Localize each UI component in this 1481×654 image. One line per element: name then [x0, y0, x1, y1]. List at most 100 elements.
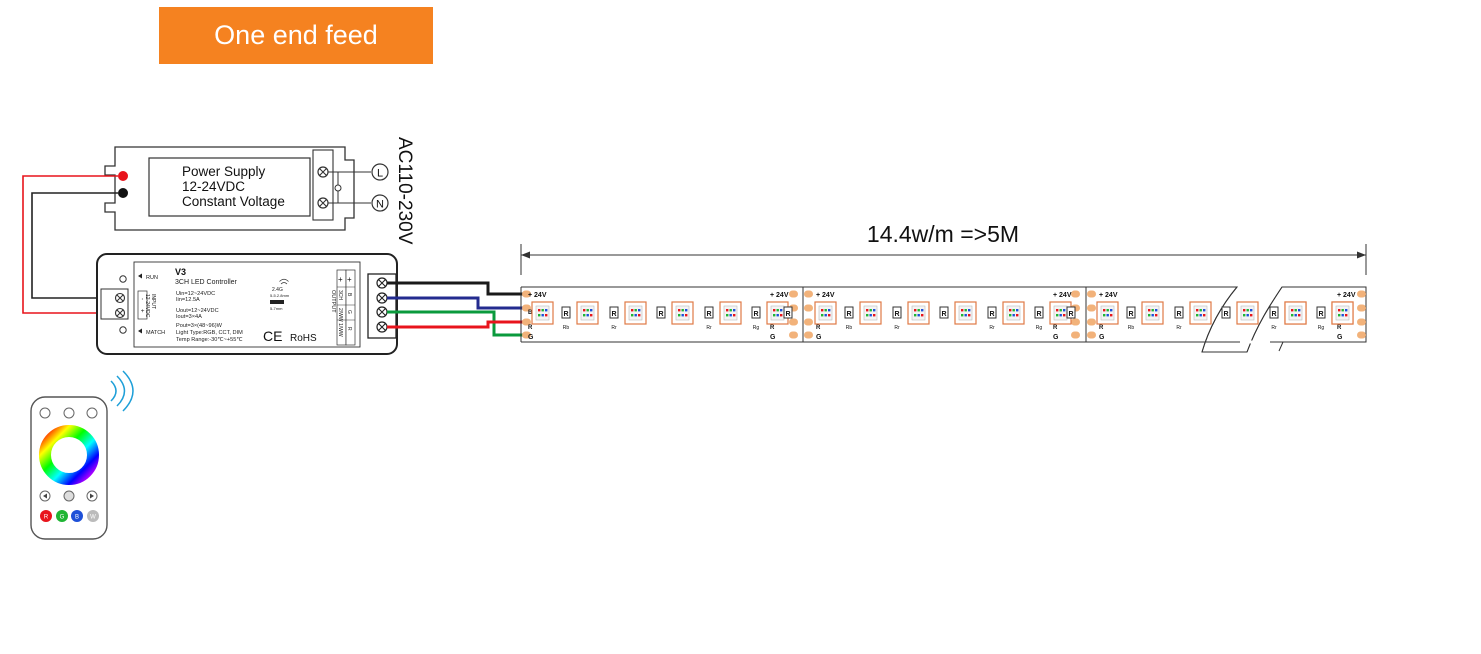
resistor — [1066, 306, 1076, 319]
resistor-mark: R — [846, 311, 851, 318]
wireless-signal-icon — [110, 370, 134, 412]
pad-label-24v: + 24V — [1337, 292, 1356, 299]
wire-output-blue — [387, 296, 528, 310]
remote-control: R G B W — [30, 370, 134, 540]
output-plus-a: + — [338, 275, 343, 284]
center-button-icon — [63, 490, 75, 502]
frequency-label: 2.4G — [272, 287, 283, 293]
output-pin-table: + + 3CH 2/WW 1/WW B G R — [336, 269, 356, 346]
pad-label-g: G — [1099, 334, 1105, 341]
resistor-label: Rr — [1271, 325, 1277, 331]
resistor — [1269, 306, 1279, 319]
dc-output-positive — [118, 171, 128, 181]
remote-button-g-label: G — [60, 515, 65, 521]
remote-button-w-label: W — [90, 515, 96, 521]
pad-label-g: G — [528, 334, 534, 341]
solder-pad — [1087, 290, 1096, 298]
pad-label-r: R — [1053, 325, 1058, 331]
remote-button-r — [40, 510, 52, 522]
spec-light-type: Light Type:RGB, CCT, DIM — [176, 330, 243, 336]
output-r: R — [346, 327, 352, 331]
pad-label-g: G — [1053, 334, 1059, 341]
strip-width-a: 5-5.2.8mm — [270, 293, 290, 298]
controller-model: V3 — [175, 267, 186, 277]
resistor-mark: R — [1318, 311, 1323, 318]
dc-output-negative — [118, 188, 128, 198]
resistor-mark: R — [1068, 311, 1073, 318]
resistor-mark: R — [706, 311, 711, 318]
remote-button-b-label: B — [75, 515, 79, 521]
spec-pout: Pout=3×(48~96)W — [176, 323, 223, 329]
spec-iin: Iin=12.5A — [176, 297, 200, 303]
solder-pad — [804, 331, 813, 339]
resistor — [1034, 306, 1044, 319]
spec-temp-range: Temp Range:-30℃~+55℃ — [176, 337, 243, 343]
resistor-mark: R — [989, 311, 994, 318]
solder-pad — [1357, 318, 1366, 326]
resistor-mark: R — [1176, 311, 1181, 318]
resistor-mark: R — [753, 311, 758, 318]
pad-label-b: B — [528, 310, 533, 316]
ac-terminal-l — [371, 163, 389, 181]
pad-label-24v: + 24V — [770, 292, 789, 299]
ce-mark: CE — [263, 328, 282, 344]
resistor — [987, 306, 997, 319]
resistor — [609, 306, 619, 319]
color-wheel-icon — [39, 425, 99, 485]
solder-pad — [1087, 304, 1096, 312]
wire-dc-negative — [31, 192, 118, 299]
controller-label-panel — [133, 261, 361, 348]
pad-label-g: G — [1337, 334, 1343, 341]
pad-label-g: G — [816, 334, 822, 341]
power-supply-line3: Constant Voltage — [182, 194, 285, 209]
wire-strip-icon — [270, 300, 284, 304]
resistor-label: Rb — [1128, 325, 1135, 331]
solder-pad — [1071, 290, 1080, 298]
output-label: OUTPUT — [330, 290, 336, 313]
dimension-line: 14.4w/m =>5M — [520, 221, 1367, 275]
resistor — [704, 306, 714, 319]
match-label: MATCH — [146, 330, 165, 336]
pad-label-r: R — [528, 325, 533, 331]
solder-pad — [789, 318, 798, 326]
output-b: B — [346, 293, 352, 297]
input-label: INPUT — [150, 294, 156, 309]
spec-uin: Uin=12~24VDC — [176, 291, 215, 297]
solder-pad — [1087, 318, 1096, 326]
resistor-label: Rg — [753, 325, 760, 331]
solder-pad — [804, 304, 813, 312]
pad-label-r: R — [1337, 325, 1342, 331]
pad-label-r: R — [770, 325, 775, 331]
resistor-label: Rb — [846, 325, 853, 331]
resistor-mark: R — [1271, 311, 1276, 318]
resistor — [1174, 306, 1184, 319]
resistor — [892, 306, 902, 319]
output-3ch: 3CH — [337, 290, 343, 300]
output-g: G — [346, 310, 352, 314]
pad-label-r: R — [1099, 325, 1104, 331]
remote-button-g — [56, 510, 68, 522]
wire-output-red — [387, 320, 528, 329]
solder-pad — [522, 290, 531, 298]
wire-dc-positive — [22, 175, 118, 314]
power-button-icon — [39, 407, 51, 419]
solder-pad — [1357, 331, 1366, 339]
resistor-mark: R — [941, 311, 946, 318]
pad-label-24v: + 24V — [816, 292, 835, 299]
solder-pad — [1357, 304, 1366, 312]
pad-label-24v: + 24V — [528, 292, 547, 299]
spec-iout: Iout=3×4A — [176, 314, 202, 320]
resistor — [939, 306, 949, 319]
input-plus-mark: + — [139, 309, 145, 313]
resistor-mark: R — [611, 311, 616, 318]
resistor-mark: R — [785, 311, 790, 318]
ac-terminal-n — [371, 194, 389, 212]
power-supply-label-box — [148, 157, 311, 217]
resistor-mark: R — [658, 311, 663, 318]
output-1ww: 1/WW — [337, 323, 343, 337]
solder-pad — [522, 318, 531, 326]
solder-pad — [1357, 290, 1366, 298]
resistor-label: Rg — [1318, 325, 1325, 331]
